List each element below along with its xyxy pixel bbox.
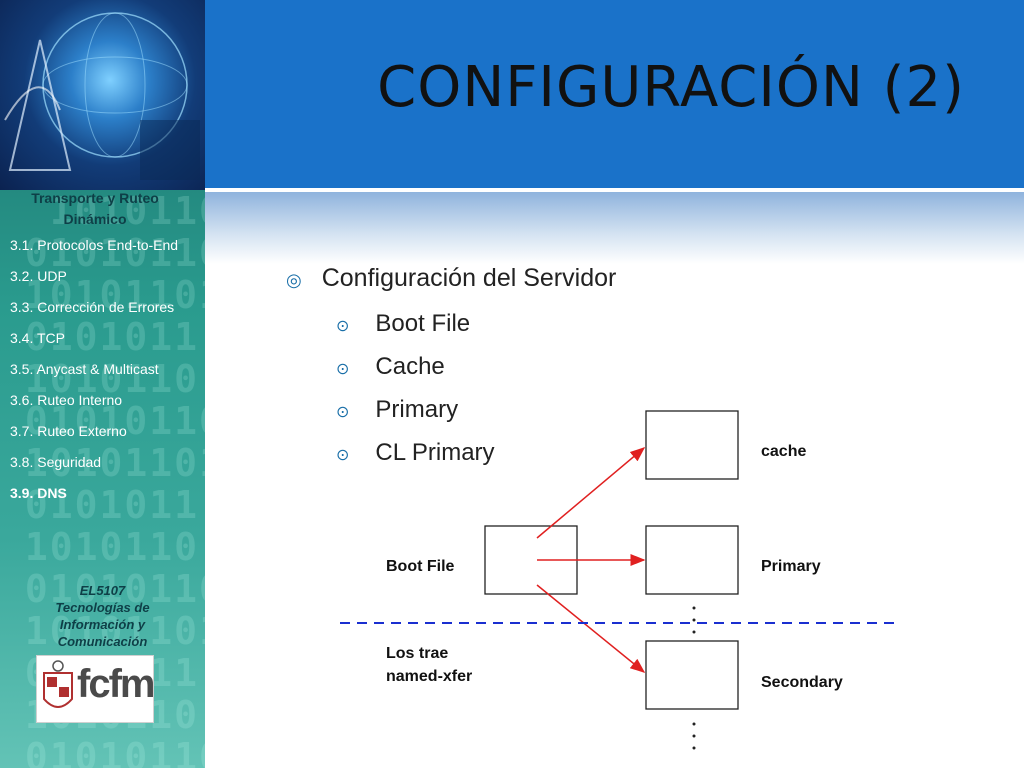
ellipsis-dot	[692, 746, 696, 750]
ellipsis-dot	[692, 722, 696, 726]
title-fade-band	[205, 192, 1024, 264]
ellipsis-dot	[692, 618, 696, 622]
sub-bullet: ⊙ Boot File	[336, 310, 470, 338]
course-info: EL5107 Tecnologías de Información y Comu…	[0, 582, 205, 650]
cache-label: cache	[761, 443, 806, 460]
cache-box	[645, 410, 739, 480]
sub-bullet-marker-icon: ⊙	[336, 404, 350, 421]
sidebar-item-tcp[interactable]: 3.4. TCP	[10, 330, 65, 346]
sub-bullet-marker-icon: ⊙	[336, 447, 350, 464]
sub-bullet: ⊙ Cache	[336, 353, 445, 381]
primary-label: Primary	[761, 558, 821, 575]
sub-bullet: ⊙ Primary	[336, 396, 458, 424]
logo-text: fcfm	[77, 662, 155, 706]
course-name-line1: Tecnologías de	[55, 600, 150, 615]
sidebar-item-dns[interactable]: 3.9. DNS	[10, 485, 67, 501]
sidebar-globe-image	[0, 0, 205, 190]
secondary-box	[645, 640, 739, 710]
sub-bullet-text: Cache	[375, 353, 445, 380]
bullet-marker-icon: ◎	[286, 270, 302, 290]
secondary-label: Secondary	[761, 674, 843, 691]
sub-bullet-marker-icon: ⊙	[336, 361, 350, 378]
sub-bullet-text: CL Primary	[375, 439, 495, 466]
primary-box	[645, 525, 739, 595]
ellipsis-dot	[692, 606, 696, 610]
main-bullet: ◎ Configuración del Servidor	[286, 264, 616, 293]
sub-bullet-marker-icon: ⊙	[336, 318, 350, 335]
sidebar-header-line1: Transporte y Ruteo	[31, 190, 159, 206]
sidebar-item-udp[interactable]: 3.2. UDP	[10, 268, 67, 284]
course-name-line2: Información y	[59, 617, 146, 632]
ellipsis-dot	[692, 630, 696, 634]
sidebar: 1010110 01010110 10101101 0101011 101011…	[0, 0, 205, 768]
title-bar	[205, 0, 1024, 188]
course-name-line3: Comunicación	[57, 634, 148, 649]
sidebar-header-line2: Dinámico	[63, 211, 127, 227]
sidebar-item-correccion[interactable]: 3.3. Corrección de Errores	[10, 299, 175, 315]
arrow-to-secondary	[536, 584, 646, 673]
course-code: EL5107	[79, 583, 126, 598]
transfer-label-line1: Los trae	[386, 645, 448, 662]
sidebar-nav: 3.1. Protocolos End-to-End 3.2. UDP 3.3.…	[10, 234, 200, 513]
fcfm-logo: fcfm	[36, 655, 155, 723]
ellipsis-dot	[692, 734, 696, 738]
dns-config-diagram: Boot File cache Primary Secondary Los tr…	[340, 410, 900, 750]
main-bullet-text: Configuración del Servidor	[321, 264, 617, 292]
sub-bullet-text: Boot File	[375, 310, 471, 337]
sidebar-header: Transporte y Ruteo Dinámico	[0, 188, 190, 230]
sidebar-item-protocolos[interactable]: 3.1. Protocolos End-to-End	[10, 237, 179, 253]
sidebar-item-anycast[interactable]: 3.5. Anycast & Multicast	[10, 361, 159, 377]
sidebar-item-ruteo-externo[interactable]: 3.7. Ruteo Externo	[10, 423, 127, 439]
boot-file-label: Boot File	[386, 558, 455, 575]
transfer-label-line2: named-xfer	[386, 668, 472, 685]
sub-bullet-text: Primary	[375, 396, 459, 423]
sub-bullet: ⊙ CL Primary	[336, 439, 495, 467]
sidebar-item-seguridad[interactable]: 3.8. Seguridad	[10, 454, 102, 470]
sidebar-item-ruteo-interno[interactable]: 3.6. Ruteo Interno	[10, 392, 123, 408]
arrow-to-cache	[536, 447, 646, 539]
slide-title: CONFIGURACIÓN (2)	[377, 55, 965, 120]
